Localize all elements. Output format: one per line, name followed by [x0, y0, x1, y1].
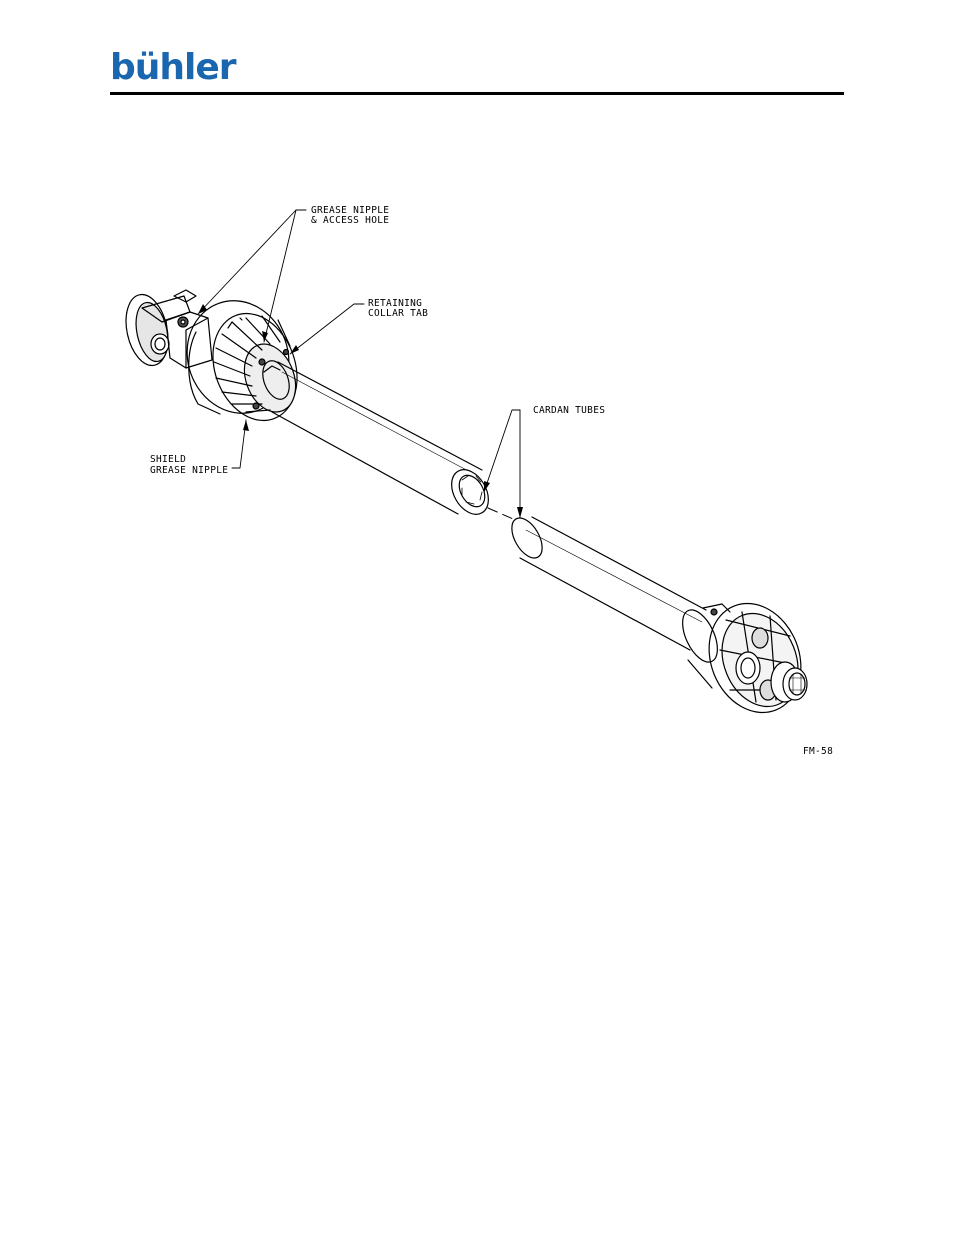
- cardan-tubes-label: CARDAN TUBES: [533, 405, 605, 416]
- upper-cardan-tube: [272, 362, 496, 521]
- grease-nipple-label-2: & ACCESS HOLE: [311, 215, 389, 226]
- shield-label-1: SHIELD: [150, 454, 186, 465]
- left-yoke: [120, 290, 212, 369]
- shield-label-2: GREASE NIPPLE: [150, 465, 228, 476]
- figure-id: FM-58: [803, 746, 833, 757]
- right-shield: [675, 590, 816, 727]
- lower-cardan-tube: [506, 513, 706, 650]
- left-shield: [172, 286, 312, 432]
- retaining-label-2: COLLAR TAB: [368, 308, 428, 319]
